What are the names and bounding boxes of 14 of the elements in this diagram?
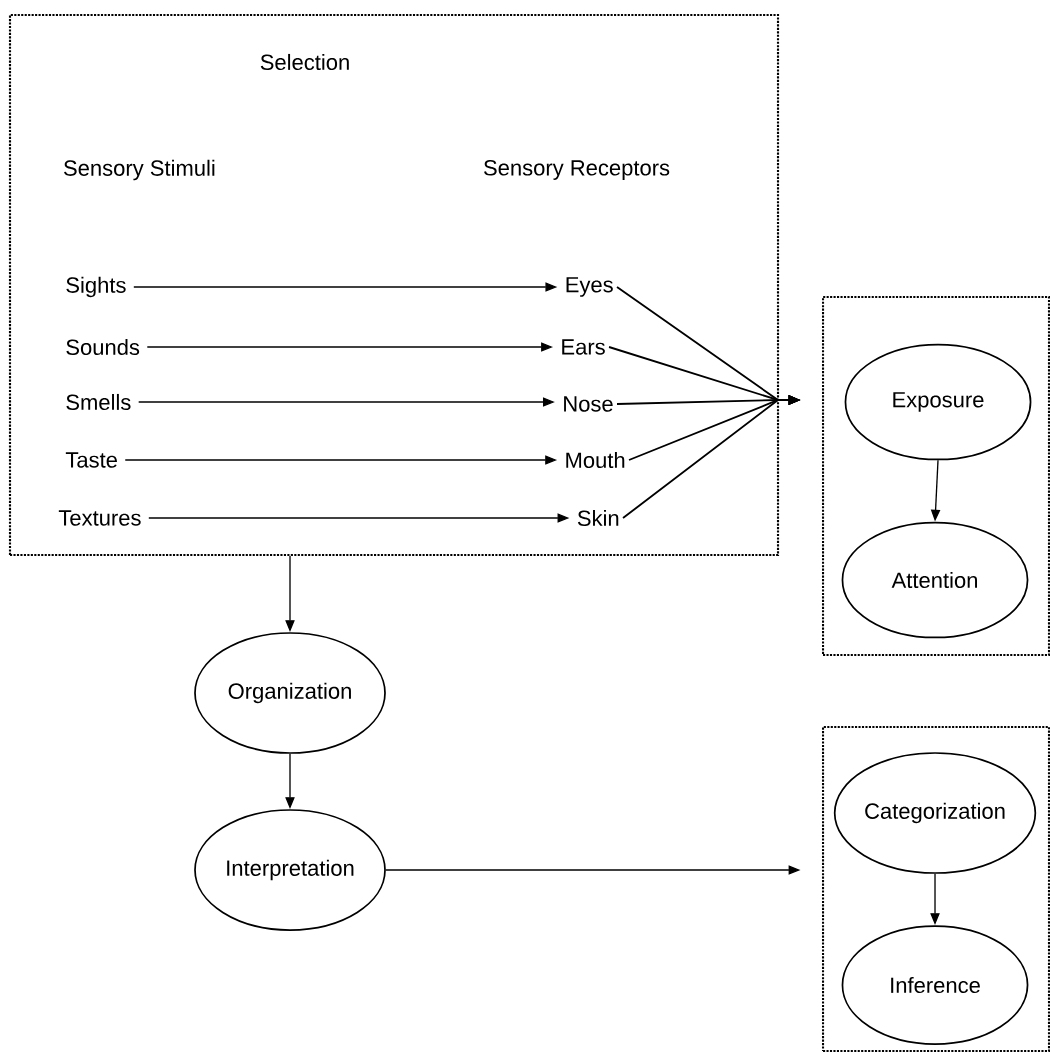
receptor-label: Mouth [566, 451, 625, 469]
column-heading: Sensory Receptors [484, 160, 670, 180]
stimulus-label: Sights [66, 276, 126, 298]
dotted-frame [821, 725, 1050, 1052]
stimulus-label: Taste [65, 452, 117, 468]
stimulus-label: Sounds [66, 338, 140, 356]
column-heading: Sensory Stimuli [64, 159, 215, 181]
stimulus-label: Textures [58, 510, 141, 526]
receptor-label: Nose [564, 396, 613, 412]
receptor-label: Eyes [566, 277, 613, 297]
dotted-frame [821, 295, 1050, 657]
receptor-label: Skin [577, 509, 619, 527]
receptor-label: Ears [562, 339, 605, 355]
stimulus-label: Smells [66, 393, 131, 411]
